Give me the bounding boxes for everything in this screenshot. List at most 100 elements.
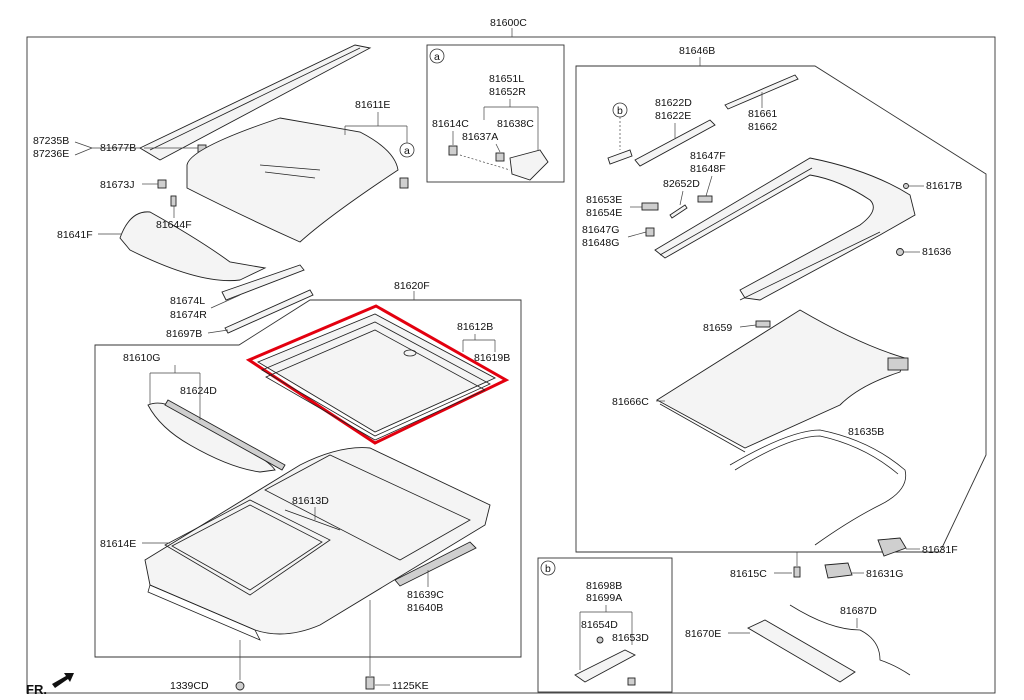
label-81622D: 81622D bbox=[655, 97, 692, 109]
clip-81644F bbox=[170, 195, 177, 207]
label-81640B: 81640B bbox=[407, 602, 443, 614]
roof-glass-81611E bbox=[186, 117, 399, 243]
callout-circle-a bbox=[429, 48, 445, 64]
callout-b-label: b bbox=[545, 563, 551, 575]
label-81620F: 81620F bbox=[394, 280, 430, 292]
bolt-1125KE bbox=[365, 676, 375, 690]
label-81600C: 81600C bbox=[490, 17, 527, 29]
roof-frame-81613D bbox=[144, 447, 491, 635]
bolt-1339CD bbox=[235, 681, 245, 691]
label-81654D: 81654D bbox=[581, 619, 618, 631]
label-81614C: 81614C bbox=[432, 118, 469, 130]
part-81653D bbox=[627, 677, 636, 686]
part-81653E bbox=[641, 202, 659, 211]
harness-81687D bbox=[789, 604, 911, 676]
label-81646B: 81646B bbox=[679, 45, 715, 57]
label-81673J: 81673J bbox=[100, 179, 134, 191]
trim-81610G bbox=[147, 402, 276, 473]
label-1339CD: 1339CD bbox=[170, 680, 209, 692]
label-81637A: 81637A bbox=[462, 131, 498, 143]
detail-b-box bbox=[537, 557, 673, 693]
label-81648F: 81648F bbox=[690, 163, 726, 175]
label-81647G: 81647G bbox=[582, 224, 619, 236]
label-81647F: 81647F bbox=[690, 150, 726, 162]
strip-81697B bbox=[224, 289, 314, 334]
label-81698B: 81698B bbox=[586, 580, 622, 592]
clip-81673J bbox=[157, 179, 167, 189]
seal-81674L bbox=[221, 264, 305, 301]
label-81631F: 81631F bbox=[922, 544, 958, 556]
label-81648G: 81648G bbox=[582, 237, 619, 249]
part-81651L bbox=[509, 149, 549, 181]
label-81613D: 81613D bbox=[292, 495, 329, 507]
motor-81631F bbox=[877, 537, 907, 557]
label-81699A: 81699A bbox=[586, 592, 622, 604]
label-81654E: 81654E bbox=[586, 207, 622, 219]
part-b-bracket bbox=[607, 149, 633, 165]
label-81610G: 81610G bbox=[123, 352, 160, 364]
glass-frame-assembly-frame bbox=[94, 299, 522, 658]
label-1125KE: 1125KE bbox=[392, 680, 429, 692]
rail-81661 bbox=[724, 74, 799, 110]
label-81617B: 81617B bbox=[926, 180, 962, 192]
label-82652D: 82652D bbox=[663, 178, 700, 190]
shade-end-cap bbox=[887, 357, 909, 371]
label-81644F: 81644F bbox=[156, 219, 192, 231]
screw-81636 bbox=[896, 248, 904, 256]
rear-opening bbox=[264, 454, 471, 561]
label-81670E: 81670E bbox=[685, 628, 721, 640]
fastener-a bbox=[399, 177, 409, 189]
part-81654D bbox=[596, 636, 604, 644]
label-81661: 81661 bbox=[748, 108, 777, 120]
label-81674L: 81674L bbox=[170, 295, 205, 307]
glass-panel-81612B bbox=[256, 313, 497, 433]
main-assembly-frame bbox=[26, 36, 996, 694]
part-82652D bbox=[669, 204, 688, 219]
guide-rail-assembly bbox=[654, 157, 916, 301]
label-81619B: 81619B bbox=[474, 352, 510, 364]
part-81647F bbox=[697, 195, 713, 203]
label-81638C: 81638C bbox=[497, 118, 534, 130]
label-81653E: 81653E bbox=[586, 194, 622, 206]
label-81662: 81662 bbox=[748, 121, 777, 133]
rail-81622D bbox=[634, 119, 716, 167]
label-81612B: 81612B bbox=[457, 321, 493, 333]
part-81698B bbox=[574, 649, 636, 683]
motor-81631G bbox=[824, 562, 853, 579]
callout-b-ref-label: b bbox=[617, 105, 623, 117]
label-81651L: 81651L bbox=[489, 73, 524, 85]
seal-81624D bbox=[164, 399, 286, 471]
trim-81670E bbox=[747, 619, 856, 683]
label-81635B: 81635B bbox=[848, 426, 884, 438]
label-81639C: 81639C bbox=[407, 589, 444, 601]
label-81653D: 81653D bbox=[612, 632, 649, 644]
label-87235B: 87235B bbox=[33, 135, 69, 147]
label-81611E: 81611E bbox=[355, 99, 390, 111]
label-81659: 81659 bbox=[703, 322, 732, 334]
callout-a-ref-label: a bbox=[404, 145, 410, 157]
detail-a-box bbox=[426, 44, 565, 183]
label-81677B: 81677B bbox=[100, 142, 136, 154]
label-81615C: 81615C bbox=[730, 568, 767, 580]
roof-rail-part bbox=[139, 44, 372, 161]
drive-cable-81635B bbox=[729, 429, 907, 546]
callout-circle-b bbox=[540, 560, 556, 576]
label-81687D: 81687D bbox=[840, 605, 877, 617]
screw-81615C bbox=[793, 566, 801, 578]
label-87236E: 87236E bbox=[33, 148, 69, 160]
label-81641F: 81641F bbox=[57, 229, 93, 241]
front-arrow-icon bbox=[52, 673, 74, 688]
part-81647G bbox=[645, 227, 655, 237]
callout-a-label: a bbox=[434, 51, 440, 63]
label-81674R: 81674R bbox=[170, 309, 207, 321]
front-opening bbox=[164, 499, 331, 596]
label-81624D: 81624D bbox=[180, 385, 217, 397]
label-81614E: 81614E bbox=[100, 538, 136, 550]
front-direction-label: FR. bbox=[26, 682, 47, 697]
label-81631G: 81631G bbox=[866, 568, 903, 580]
wind-deflector-81641F bbox=[119, 211, 267, 282]
label-81666C: 81666C bbox=[612, 396, 649, 408]
pin-81617B bbox=[903, 183, 909, 189]
mechanism-assembly-frame bbox=[575, 65, 987, 553]
